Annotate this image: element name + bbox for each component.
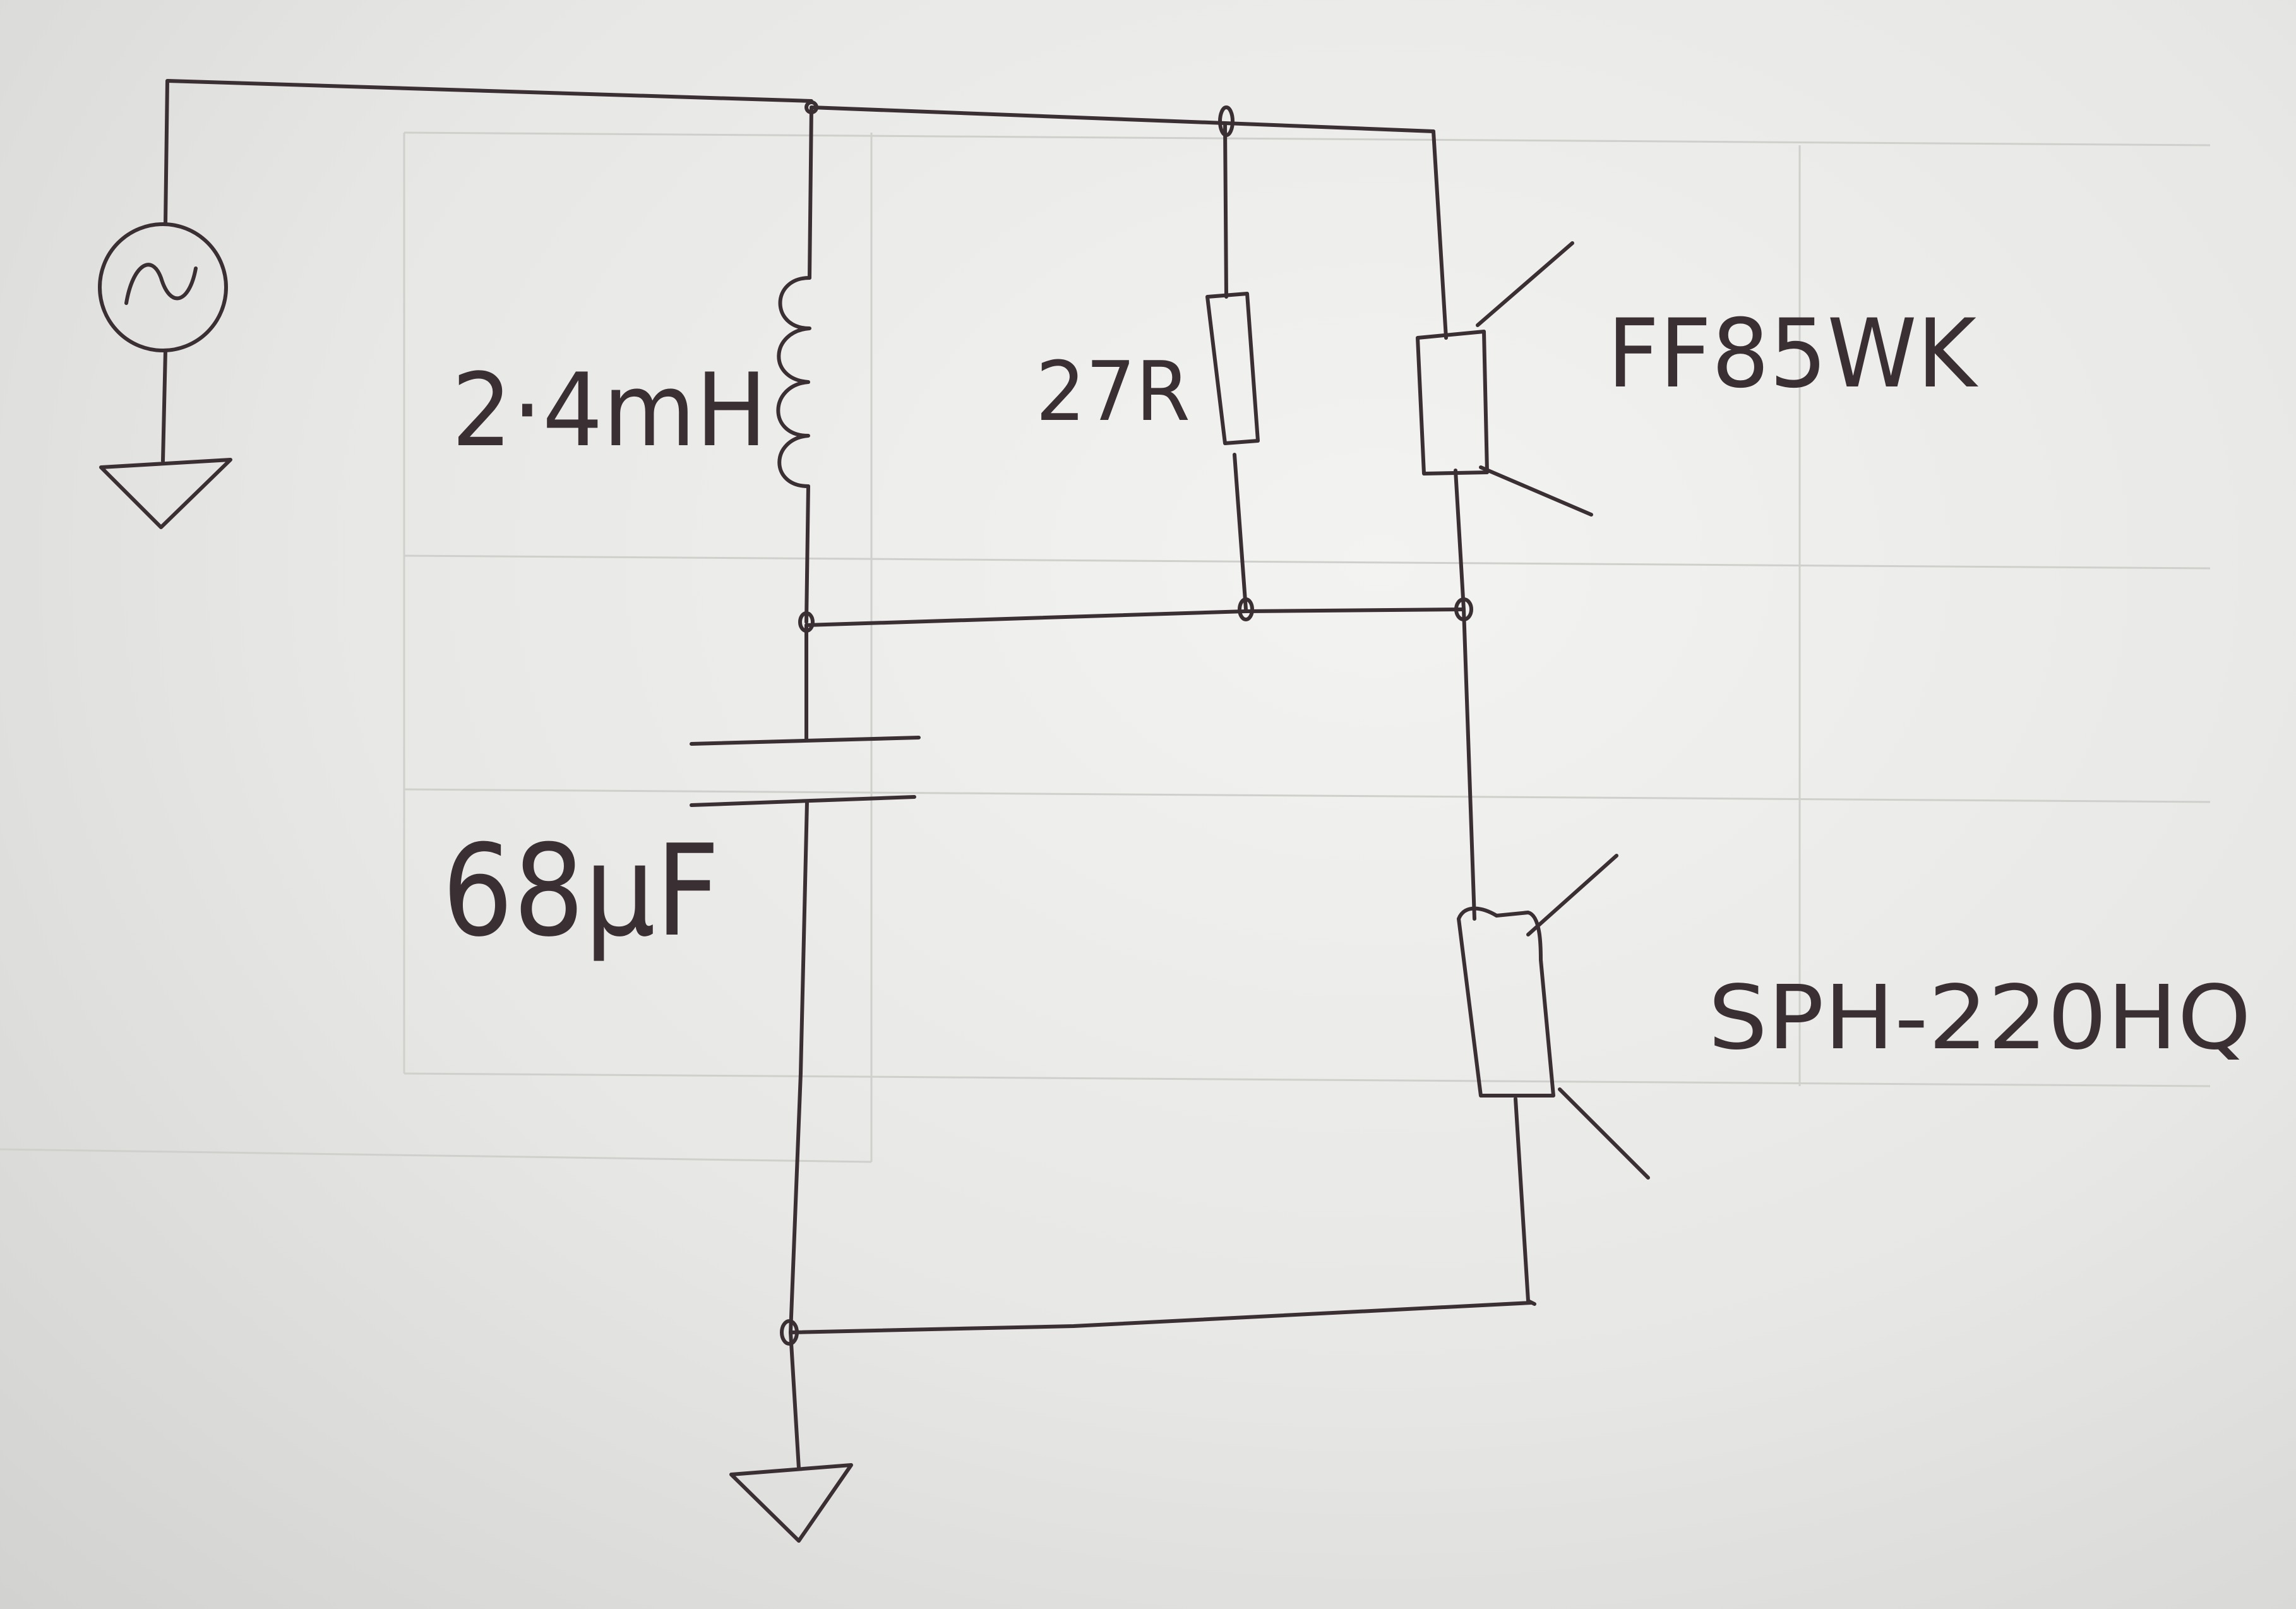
ground-icon xyxy=(729,1463,853,1543)
speaker-icon xyxy=(1416,241,1593,517)
wire-middle-rail xyxy=(804,607,1466,627)
junction-top-inductor xyxy=(804,100,818,114)
woofer-label: SPH-220HQ xyxy=(1708,967,2251,1070)
wire-resistor-bottom xyxy=(1233,453,1248,611)
wire-bottom-rail xyxy=(789,1301,1533,1334)
wire-top-rail xyxy=(810,105,1435,133)
inductor-label: 2·4mH xyxy=(451,351,767,469)
wire-tweeter-bottom xyxy=(1454,469,1466,611)
junction-middle-inductor xyxy=(798,611,815,633)
junction-top-resistor xyxy=(1218,105,1235,137)
background-grid xyxy=(0,131,2211,1163)
wire-capacitor-bottom xyxy=(789,800,809,1334)
wire-tweeter-top xyxy=(1432,129,1448,340)
wire-woofer-bottom xyxy=(1514,1097,1536,1306)
wire-ground-bottom xyxy=(789,1331,801,1470)
wires xyxy=(161,79,1536,1470)
wire-inductor-bottom xyxy=(804,484,810,624)
wire-resistor-top xyxy=(1223,121,1228,299)
tweeter-label: FF85WK xyxy=(1607,299,1978,409)
junction-middle-right xyxy=(1454,597,1473,621)
capacitor-plates xyxy=(690,736,921,807)
ground-icon xyxy=(99,458,232,529)
junctions xyxy=(780,100,1473,1346)
wire-woofer-top xyxy=(1462,607,1476,921)
speaker-icon xyxy=(1457,854,1650,1180)
wire-inductor-top xyxy=(808,105,813,280)
junction-bottom xyxy=(780,1319,799,1346)
inductor-coil xyxy=(776,276,811,488)
resistor-label: 27R xyxy=(1036,344,1190,440)
wire-source-ground xyxy=(161,349,167,463)
junction-middle-resistor xyxy=(1238,597,1254,621)
ac-source-icon xyxy=(98,222,228,352)
wire-source-top xyxy=(164,79,813,226)
resistor-body xyxy=(1205,292,1260,445)
capacitor-label: 68μF xyxy=(442,818,720,965)
